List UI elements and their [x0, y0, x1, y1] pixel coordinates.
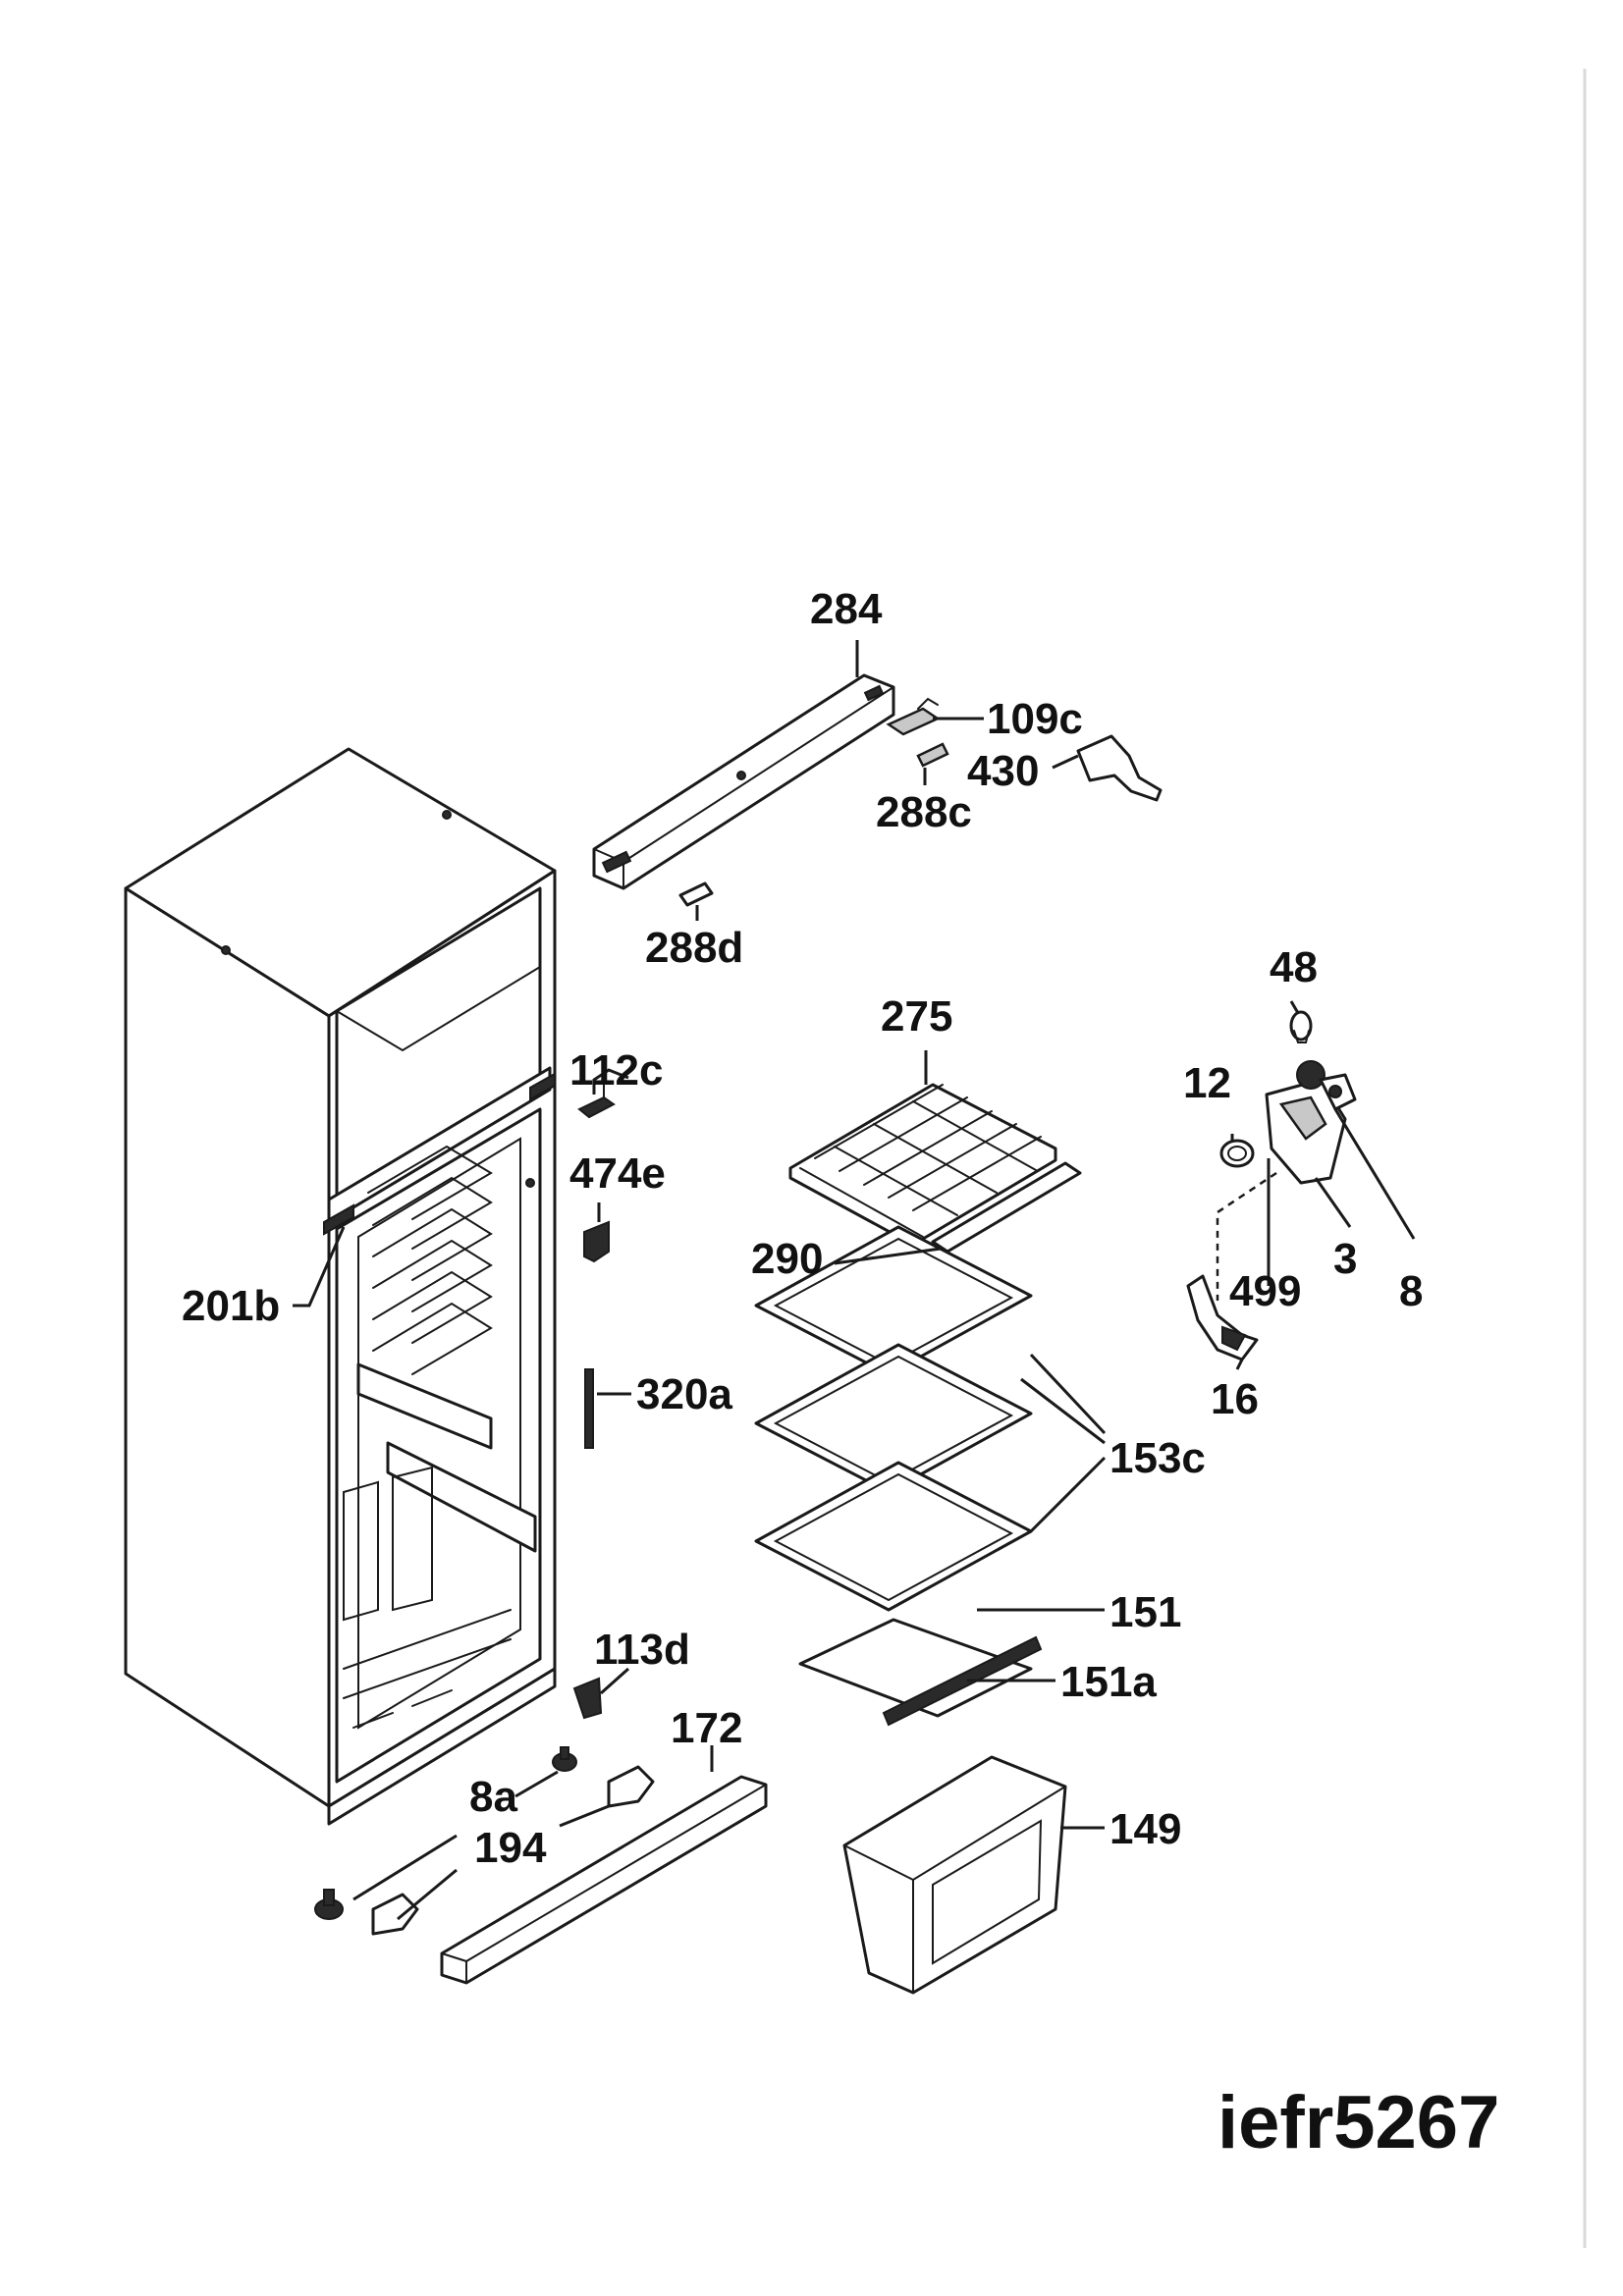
callout-499: 499 — [1229, 1267, 1301, 1315]
callout-3: 3 — [1333, 1235, 1357, 1283]
callout-151: 151 — [1109, 1588, 1181, 1636]
lamp-48 — [1289, 1010, 1313, 1043]
crisper-drawer-149 — [842, 1755, 1067, 1995]
hinge-109c — [886, 697, 941, 736]
callout-149: 149 — [1109, 1805, 1181, 1853]
callout-201b: 201b — [182, 1282, 280, 1330]
pin-320a — [584, 1368, 594, 1449]
cap-194-lower — [371, 1893, 419, 1936]
callout-284: 284 — [810, 585, 883, 633]
foot-8a-upper — [552, 1746, 577, 1772]
callout-320a: 320a — [636, 1370, 732, 1418]
model-code: iefr5267 — [1217, 2081, 1499, 2164]
callout-12: 12 — [1183, 1059, 1231, 1107]
callout-109c: 109c — [987, 695, 1083, 743]
callout-8a: 8a — [469, 1773, 517, 1821]
callout-8: 8 — [1399, 1267, 1423, 1315]
callout-172: 172 — [671, 1704, 742, 1752]
leader-lines — [293, 640, 1416, 1921]
callout-288c: 288c — [876, 788, 972, 836]
callout-153c: 153c — [1109, 1434, 1206, 1482]
callout-194: 194 — [474, 1824, 547, 1872]
pad-288d — [678, 881, 714, 907]
callout-113d: 113d — [594, 1626, 690, 1674]
cap-194-upper — [607, 1765, 655, 1808]
refrigerator-cabinet — [124, 747, 557, 1826]
callout-16: 16 — [1211, 1375, 1259, 1423]
callout-151a: 151a — [1060, 1658, 1157, 1706]
tool-430 — [1076, 734, 1163, 802]
wire-shelf-275 — [788, 1083, 1057, 1247]
thermostat-8 — [1296, 1060, 1357, 1111]
callout-48: 48 — [1270, 943, 1318, 991]
hinge-113d — [572, 1677, 603, 1720]
callout-labels: 284 109c 430 288c 288d 48 275 112c 12 47… — [182, 585, 1423, 1872]
thermostat-housing-3 — [1265, 1078, 1347, 1185]
crisper-cover-trim-151a — [882, 1635, 1043, 1727]
leader-499-dashed — [1216, 1171, 1277, 1301]
pad-288c — [916, 742, 949, 768]
callout-474e: 474e — [569, 1149, 666, 1198]
callout-112c: 112c — [569, 1046, 663, 1095]
glass-shelf-153c-middle — [754, 1343, 1033, 1494]
callout-275: 275 — [881, 992, 952, 1041]
kick-plate-172 — [440, 1775, 768, 1985]
top-cover-284 — [592, 673, 895, 890]
crisper-cover-151 — [798, 1618, 1033, 1718]
foot-8a-lower — [314, 1889, 344, 1920]
hinge-112c — [577, 1079, 616, 1119]
callout-290: 290 — [751, 1235, 823, 1283]
hinge-cover-474e — [583, 1220, 610, 1263]
knob-12 — [1219, 1139, 1255, 1168]
cover-16 — [1186, 1274, 1259, 1362]
glass-shelf-153c-bottom — [754, 1461, 1033, 1612]
callout-430: 430 — [967, 747, 1039, 795]
callout-288d: 288d — [645, 924, 743, 972]
